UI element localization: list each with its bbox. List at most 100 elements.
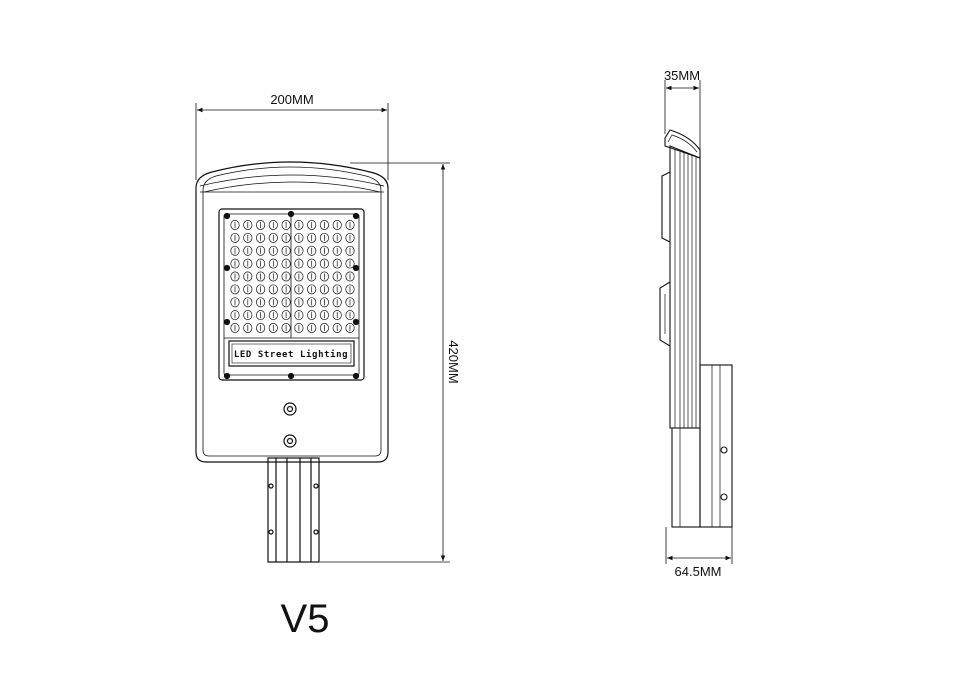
led-lens xyxy=(230,271,240,282)
led-lens xyxy=(319,245,329,256)
led-lens xyxy=(345,271,355,282)
led-lens xyxy=(268,310,278,321)
led-lens xyxy=(332,297,342,308)
sensor-lower xyxy=(283,434,297,448)
led-lens xyxy=(256,258,266,269)
led-lens xyxy=(268,232,278,243)
led-lens xyxy=(230,232,240,243)
led-lens xyxy=(243,245,253,256)
led-lens xyxy=(307,284,317,295)
led-lens xyxy=(345,297,355,308)
led-lens xyxy=(243,232,253,243)
led-lens xyxy=(230,245,240,256)
led-lens xyxy=(281,310,291,321)
height-dimension xyxy=(320,162,450,563)
led-lens xyxy=(230,297,240,308)
led-lens xyxy=(243,323,253,333)
led-lens xyxy=(332,310,342,321)
width-dimension xyxy=(195,103,389,180)
led-lens xyxy=(256,310,266,321)
led-lens xyxy=(268,284,278,295)
led-lens xyxy=(281,271,291,282)
led-lens xyxy=(307,271,317,282)
led-lens xyxy=(230,310,240,321)
sensor-upper xyxy=(283,402,297,416)
led-lens xyxy=(256,323,266,333)
led-lens xyxy=(243,310,253,321)
led-lens xyxy=(319,232,329,243)
led-lens xyxy=(256,284,266,295)
led-lens xyxy=(332,232,342,243)
model-label: V5 xyxy=(281,597,330,641)
led-lens xyxy=(294,258,304,269)
width-dimension-label: 200MM xyxy=(270,92,313,107)
side-bottom-dimension-label: 64.5MM xyxy=(675,564,722,579)
led-lens xyxy=(307,258,317,269)
led-lens xyxy=(243,220,253,230)
label-panel xyxy=(228,340,355,367)
led-lens xyxy=(345,258,355,269)
led-lens xyxy=(281,245,291,256)
led-lens xyxy=(319,297,329,308)
led-lens xyxy=(307,310,317,321)
led-lens xyxy=(319,284,329,295)
led-lens xyxy=(319,323,329,333)
led-lens xyxy=(243,258,253,269)
led-lens xyxy=(319,310,329,321)
led-lens xyxy=(281,323,291,333)
pole-bracket xyxy=(267,457,320,563)
side-view xyxy=(659,129,733,528)
led-lens xyxy=(230,323,240,333)
led-lens xyxy=(345,245,355,256)
led-lens xyxy=(294,220,304,230)
led-lens xyxy=(332,323,342,333)
side-top-dimension xyxy=(664,80,701,150)
led-lens xyxy=(307,323,317,333)
led-lens xyxy=(319,258,329,269)
led-lens xyxy=(230,258,240,269)
housing-outline xyxy=(195,161,389,463)
led-lens xyxy=(307,220,317,230)
led-lens xyxy=(345,284,355,295)
led-lens xyxy=(345,323,355,333)
front-view xyxy=(195,161,389,563)
led-lens xyxy=(281,284,291,295)
side-bottom-dimension xyxy=(665,527,733,564)
led-lens xyxy=(281,258,291,269)
led-lens xyxy=(268,271,278,282)
led-lens xyxy=(230,220,240,230)
led-lens xyxy=(294,271,304,282)
led-lens xyxy=(332,258,342,269)
led-lens xyxy=(294,323,304,333)
led-lens xyxy=(332,220,342,230)
led-lens xyxy=(268,220,278,230)
led-lens xyxy=(332,245,342,256)
panel-label: LED Street Lighting xyxy=(234,349,348,360)
led-lens xyxy=(307,245,317,256)
led-lens xyxy=(256,232,266,243)
led-lens xyxy=(256,220,266,230)
led-lens xyxy=(268,297,278,308)
led-lens xyxy=(243,271,253,282)
led-lens xyxy=(332,271,342,282)
led-lens xyxy=(256,245,266,256)
side-top-dimension-label: 35MM xyxy=(664,68,700,83)
led-lens xyxy=(256,271,266,282)
led-lens xyxy=(281,220,291,230)
led-lens xyxy=(294,310,304,321)
led-lens xyxy=(281,232,291,243)
led-lens xyxy=(345,232,355,243)
led-lens xyxy=(268,323,278,333)
led-lens xyxy=(281,297,291,308)
led-lens xyxy=(268,258,278,269)
led-lens xyxy=(294,297,304,308)
led-lens xyxy=(268,245,278,256)
led-lens xyxy=(294,284,304,295)
led-lens xyxy=(294,245,304,256)
led-lens xyxy=(319,271,329,282)
led-lens xyxy=(307,232,317,243)
led-lens xyxy=(307,297,317,308)
led-lens xyxy=(256,297,266,308)
